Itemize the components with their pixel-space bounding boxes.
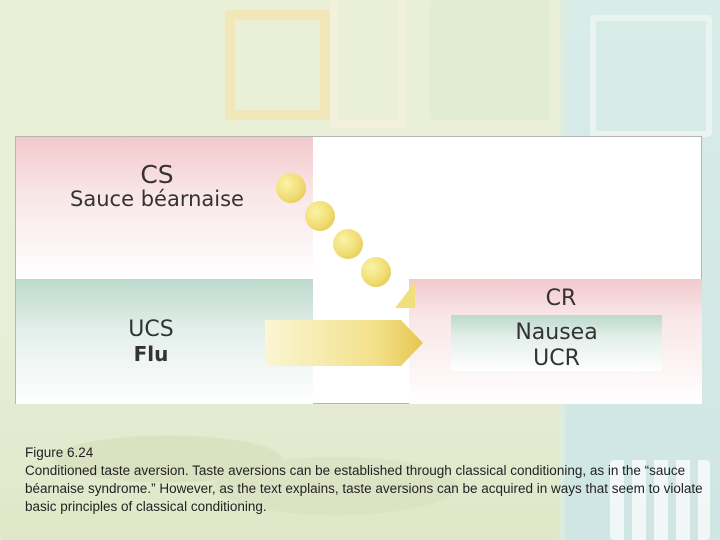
figure-caption: Figure 6.24 Conditioned taste aversion. … — [25, 444, 710, 516]
cs-band — [16, 137, 313, 279]
cs-stimulus-label: Sauce béarnaise — [70, 187, 244, 211]
ucs-to-ucr-arrow — [265, 320, 423, 366]
ucs-stimulus-label: Flu — [133, 342, 169, 366]
conditioning-diagram: CS Sauce béarnaise UCS Flu CR Nausea UCR — [15, 136, 702, 404]
ucr-box — [451, 315, 662, 371]
association-arrowhead — [395, 282, 415, 308]
background-texture — [0, 405, 560, 540]
association-dot-1 — [276, 173, 306, 203]
association-dot-4 — [361, 257, 391, 287]
ucs-band — [16, 279, 313, 404]
cs-label: CS — [140, 160, 174, 189]
figure-title: Figure 6.24 — [25, 445, 94, 460]
association-dot-3 — [333, 229, 363, 259]
ucr-label: UCR — [533, 346, 580, 372]
background-block — [430, 0, 550, 120]
response-label: Nausea — [515, 320, 598, 345]
ucs-label: UCS — [128, 317, 174, 342]
background-frame — [330, 0, 406, 128]
background-square-outline — [225, 10, 330, 120]
figure-description: Conditioned taste aversion. Taste aversi… — [25, 462, 703, 514]
association-dot-2 — [305, 201, 335, 231]
background-brain-tile — [590, 15, 712, 137]
background-stripes — [610, 460, 710, 540]
cr-label: CR — [545, 286, 577, 311]
ucr-label-group: Nausea UCR — [451, 320, 662, 373]
